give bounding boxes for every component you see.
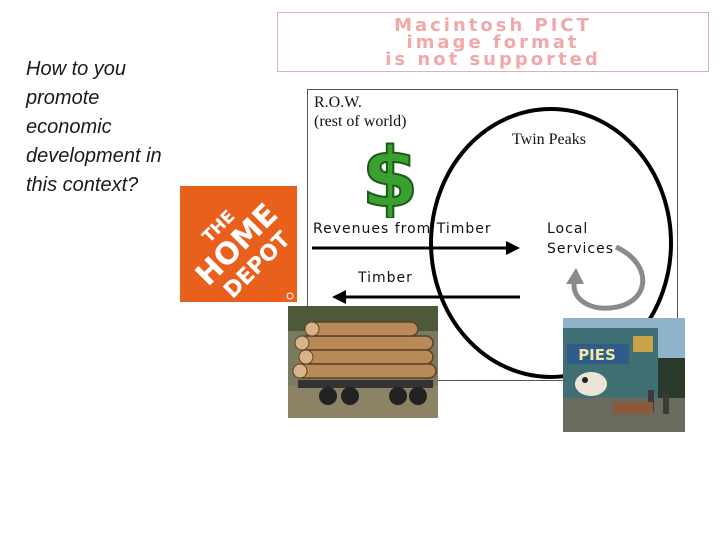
revenues-arrowhead-icon bbox=[506, 241, 520, 255]
revenues-from-timber-label: Revenues from Timber bbox=[313, 221, 492, 237]
cycle-arrowhead-icon bbox=[566, 268, 584, 284]
row-label: R.O.W. (rest of world) bbox=[314, 93, 406, 131]
timber-label: Timber bbox=[358, 270, 413, 286]
svg-text:$: $ bbox=[361, 132, 418, 218]
twin-peaks-ellipse bbox=[429, 107, 673, 379]
pict-notice-line-3: is not supported bbox=[385, 49, 601, 70]
timber-arrowhead-icon bbox=[332, 290, 346, 304]
unsupported-image-placeholder: Macintosh PICT image format is not suppo… bbox=[277, 12, 709, 72]
local-services-label-1: Local bbox=[547, 221, 589, 237]
pict-notice-line-2: image format bbox=[406, 32, 580, 53]
row-label-line-2: (rest of world) bbox=[314, 113, 407, 130]
pies-shop-photo: PIES bbox=[563, 318, 685, 432]
home-depot-logo: THE HOME DEPOT bbox=[180, 186, 297, 302]
twin-peaks-label: Twin Peaks bbox=[512, 131, 586, 148]
row-label-line-1: R.O.W. bbox=[314, 94, 362, 111]
dollar-sign-icon: $ bbox=[360, 132, 419, 218]
question-text: How to you promote economic development … bbox=[26, 58, 162, 196]
svg-text:PIES: PIES bbox=[578, 346, 616, 364]
local-services-label-2: Services bbox=[547, 241, 615, 257]
local-services-cycle-arrow bbox=[571, 244, 646, 311]
timber-truck-photo bbox=[288, 306, 438, 418]
pict-notice-line-1: Macintosh PICT bbox=[394, 15, 592, 36]
